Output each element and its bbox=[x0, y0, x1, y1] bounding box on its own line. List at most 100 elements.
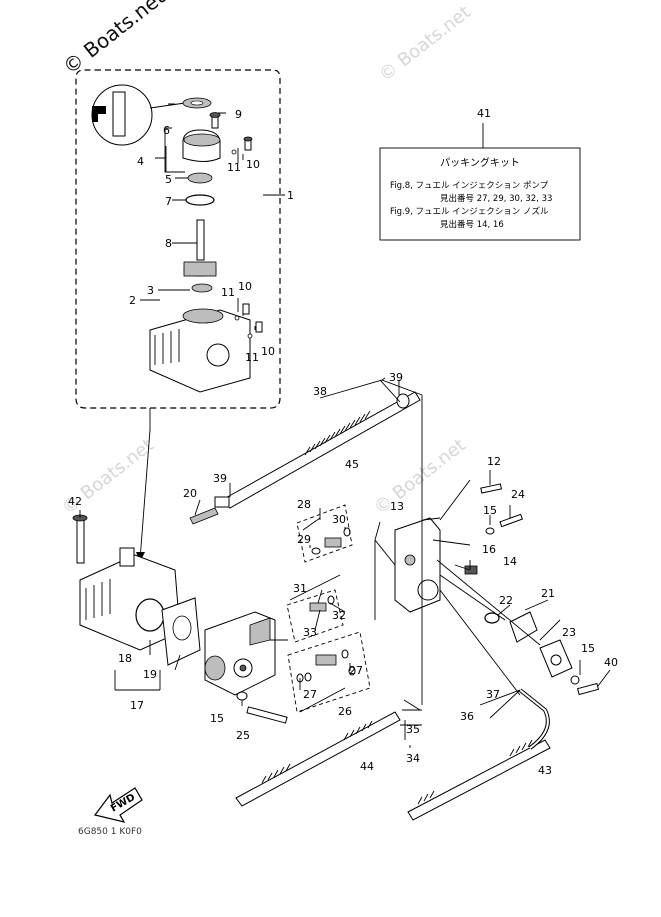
group-26 bbox=[287, 631, 371, 713]
callout-39-top: 39 bbox=[389, 371, 403, 384]
callout-15-right: 15 bbox=[581, 642, 595, 655]
kit-line-4: 見出番号 14, 16 bbox=[440, 219, 504, 230]
callout-10-mid: 10 bbox=[238, 280, 252, 293]
bolt-10-top bbox=[244, 139, 252, 151]
callout-4: 4 bbox=[137, 155, 144, 168]
callout-20: 20 bbox=[183, 487, 197, 500]
watermark-main: © Boats.net bbox=[58, 0, 169, 79]
callout-23: 23 bbox=[562, 626, 576, 639]
washer-15-lower bbox=[236, 691, 248, 701]
pipe-43 bbox=[407, 739, 551, 821]
seal-detail-pin bbox=[112, 91, 126, 137]
o-ring-22 bbox=[484, 612, 500, 624]
bolt-10-low bbox=[255, 321, 263, 333]
callout-43: 43 bbox=[538, 764, 552, 777]
connector-16 bbox=[464, 565, 478, 575]
callout-21: 21 bbox=[541, 587, 555, 600]
callout-18: 18 bbox=[118, 652, 132, 665]
washer-15-right bbox=[570, 675, 580, 685]
callout-17: 17 bbox=[130, 699, 144, 712]
callout-27-left: 27 bbox=[303, 688, 317, 701]
callout-19: 19 bbox=[143, 668, 157, 681]
callout-25: 25 bbox=[236, 729, 250, 742]
callout-11-low: 11 bbox=[245, 351, 259, 364]
callout-37: 37 bbox=[486, 688, 500, 701]
callout-30: 30 bbox=[332, 513, 346, 526]
callout-26: 26 bbox=[338, 705, 352, 718]
callout-10-top: 10 bbox=[246, 158, 260, 171]
callout-6: 6 bbox=[163, 124, 170, 137]
callout-22: 22 bbox=[499, 594, 513, 607]
sensor-21 bbox=[509, 611, 538, 643]
callout-31: 31 bbox=[293, 582, 307, 595]
callout-35: 35 bbox=[406, 723, 420, 736]
bolt-42 bbox=[76, 517, 85, 564]
fwd-arrow-icon: FWD bbox=[93, 787, 143, 823]
callout-16: 16 bbox=[482, 543, 496, 556]
callout-13: 13 bbox=[390, 500, 404, 513]
callout-34: 34 bbox=[406, 752, 420, 765]
callout-24: 24 bbox=[511, 488, 525, 501]
callout-11-top: 11 bbox=[227, 161, 241, 174]
kit-line-2: 見出番号 27, 29, 30, 32, 33 bbox=[440, 193, 552, 204]
bearing-5 bbox=[187, 172, 213, 184]
gear-8 bbox=[183, 261, 217, 277]
pump-body-inset bbox=[149, 309, 251, 393]
packing-kit-box bbox=[379, 147, 581, 241]
group-31 bbox=[286, 589, 344, 643]
clip-39-top bbox=[396, 393, 410, 409]
washer-15-top bbox=[485, 527, 495, 535]
callout-29: 29 bbox=[297, 533, 311, 546]
callout-42: 42 bbox=[68, 495, 82, 508]
washer-11-top bbox=[231, 149, 237, 155]
watermark-faint-mid-right: © Boats.net bbox=[370, 435, 469, 519]
packing-kit-title: パッキングキット bbox=[440, 156, 520, 169]
bolt-25 bbox=[246, 706, 288, 724]
callout-44: 44 bbox=[360, 760, 374, 773]
shaft-8 bbox=[196, 219, 205, 261]
callout-1: 1 bbox=[287, 189, 294, 202]
clip-39-left bbox=[214, 496, 230, 508]
watermark-faint-top: © Boats.net bbox=[375, 2, 474, 86]
group-28 bbox=[296, 504, 353, 563]
inset-arrow bbox=[139, 429, 151, 561]
callout-5: 5 bbox=[165, 173, 172, 186]
bolt-40 bbox=[576, 682, 600, 696]
callout-15-lower: 15 bbox=[210, 712, 224, 725]
bolt-24 bbox=[499, 513, 524, 528]
callout-33: 33 bbox=[303, 626, 317, 639]
callout-32: 32 bbox=[332, 609, 346, 622]
callout-28: 28 bbox=[297, 498, 311, 511]
bolt-10-mid bbox=[242, 303, 250, 315]
callout-27-right: 27 bbox=[349, 664, 363, 677]
figure-code: 6G850 1 K0F0 bbox=[78, 827, 142, 837]
callout-10-low: 10 bbox=[261, 345, 275, 358]
bearing-3 bbox=[191, 283, 213, 293]
callout-8: 8 bbox=[165, 237, 172, 250]
callout-numbers: 1 2 3 4 5 6 7 8 9 10 10 10 11 11 11 41 1… bbox=[68, 107, 618, 777]
callout-39-left: 39 bbox=[213, 472, 227, 485]
callout-7: 7 bbox=[165, 195, 172, 208]
callout-14: 14 bbox=[503, 555, 517, 568]
connector-20 bbox=[189, 507, 219, 525]
assembly-inset-box bbox=[75, 69, 281, 409]
kit-line-1: Fig.8, フュエル インジェクション ポンプ bbox=[390, 181, 549, 191]
callout-11-mid: 11 bbox=[221, 286, 235, 299]
seal-detail-lip-icon bbox=[92, 106, 106, 122]
callout-41: 41 bbox=[477, 107, 491, 120]
callout-38: 38 bbox=[313, 385, 327, 398]
callout-3: 3 bbox=[147, 284, 154, 297]
o-ring-7 bbox=[185, 194, 215, 206]
seal-detail-leader bbox=[149, 102, 186, 109]
o-ring-18 bbox=[135, 598, 165, 632]
callout-12: 12 bbox=[487, 455, 501, 468]
callout-9: 9 bbox=[235, 108, 242, 121]
callout-15-top: 15 bbox=[483, 504, 497, 517]
kit-line-3: Fig.9, フュエル インジェクション ノズル bbox=[390, 206, 549, 217]
callout-45: 45 bbox=[345, 458, 359, 471]
callout-40: 40 bbox=[604, 656, 618, 669]
callout-2: 2 bbox=[129, 294, 136, 307]
bolt-12 bbox=[480, 483, 502, 494]
